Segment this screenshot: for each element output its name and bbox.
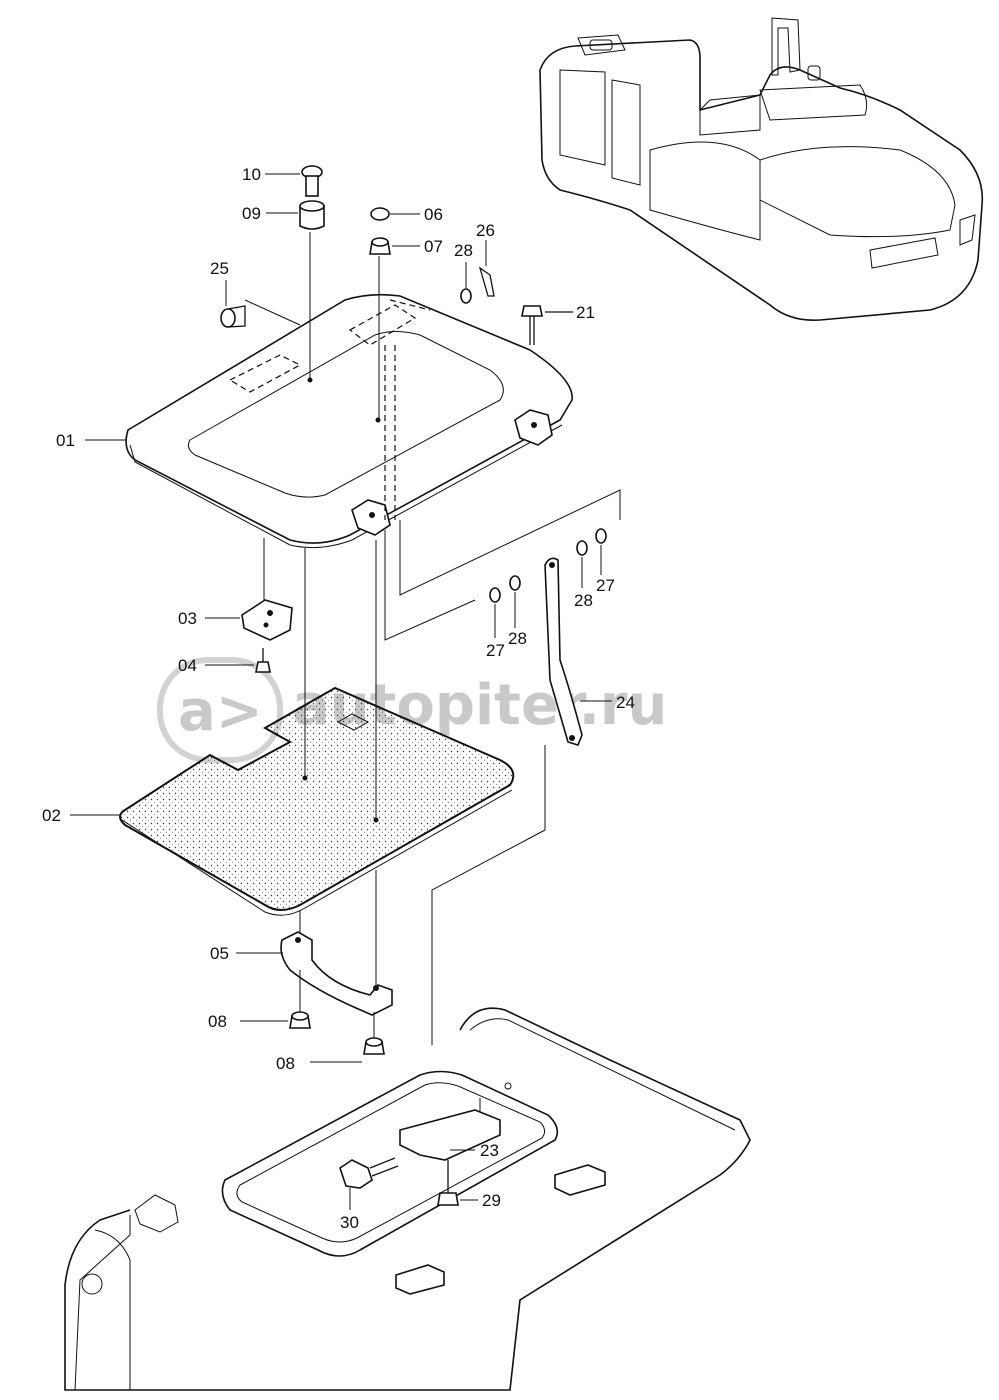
label-part-30: 30 — [340, 1213, 359, 1232]
label-part-03: 03 — [178, 609, 197, 628]
washer-part-28-lower — [509, 575, 521, 628]
washer-part-28-top — [460, 262, 472, 304]
spacer-part-09 — [266, 200, 325, 378]
label-part-09: 09 — [242, 204, 261, 223]
handle-part-05 — [236, 870, 393, 1016]
pin-part-25 — [220, 280, 301, 328]
label-part-21: 21 — [576, 303, 595, 322]
label-part-08-a: 08 — [208, 1012, 227, 1031]
label-part-29: 29 — [482, 1191, 501, 1210]
pin-part-26 — [478, 240, 495, 297]
label-part-23: 23 — [480, 1141, 499, 1160]
label-part-28-top: 28 — [454, 241, 473, 260]
bolt-part-29 — [437, 1160, 478, 1206]
bolt-part-21 — [521, 305, 573, 345]
nut-part-08-b — [310, 1012, 385, 1063]
label-part-08-b: 08 — [276, 1054, 295, 1073]
knob-part-30 — [339, 1157, 399, 1210]
label-part-02: 02 — [42, 806, 61, 825]
label-part-01: 01 — [56, 431, 75, 450]
excavator-overview — [539, 17, 984, 322]
label-part-25: 25 — [210, 259, 229, 278]
label-part-10: 10 — [242, 165, 261, 184]
cover-part-01 — [125, 293, 573, 549]
washer-part-27-lower — [489, 587, 501, 638]
label-part-05: 05 — [210, 944, 229, 963]
label-part-06: 06 — [424, 205, 443, 224]
washer-part-27-right — [595, 528, 607, 575]
latch-part-23 — [399, 1098, 501, 1161]
label-part-24: 24 — [616, 693, 635, 712]
bracket-part-03 — [205, 599, 293, 641]
label-part-28-lower: 28 — [508, 629, 527, 648]
label-part-28-right: 28 — [574, 591, 593, 610]
nut-part-07 — [369, 237, 420, 418]
label-part-26: 26 — [476, 221, 495, 240]
bolt-part-04 — [205, 648, 271, 673]
cab-roof — [64, 1007, 751, 1391]
label-part-27-lower: 27 — [486, 641, 505, 660]
screw-part-10 — [265, 165, 323, 197]
label-part-07: 07 — [424, 237, 443, 256]
watermark-logo: a> — [178, 679, 263, 744]
label-part-27-right: 27 — [596, 576, 615, 595]
nut-part-08-a — [240, 970, 311, 1029]
bolt-part-06 — [370, 207, 420, 221]
mat-part-02 — [70, 686, 515, 916]
part-labels: 10 09 06 07 28 26 25 21 01 03 04 27 28 2… — [42, 165, 635, 1232]
washer-part-28-right — [576, 540, 588, 588]
hinge-part — [351, 409, 553, 536]
label-part-04: 04 — [178, 656, 197, 675]
